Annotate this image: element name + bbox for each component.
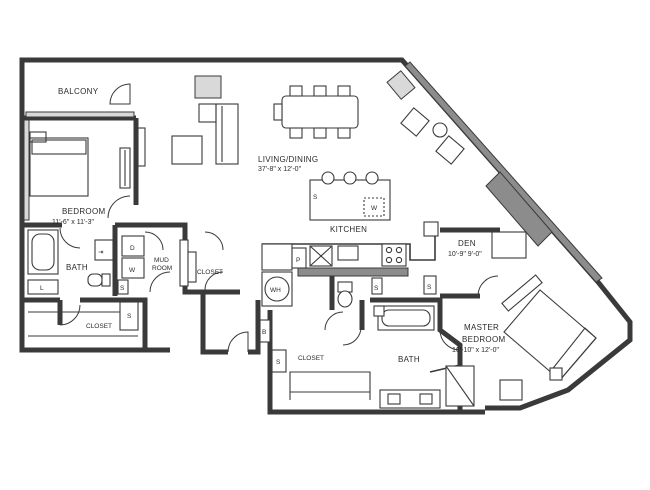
- svg-text:P: P: [296, 257, 300, 264]
- svg-text:S: S: [374, 285, 379, 292]
- window-panels: [23, 61, 603, 283]
- bedroom-dims: 11'-6" x 11'-3": [52, 219, 95, 226]
- master-bedroom: MASTER BEDROOM 16'-10" x 12'-0": [439, 274, 597, 401]
- closet-left: S CLOSET: [28, 301, 139, 337]
- svg-text:S: S: [427, 284, 432, 291]
- balcony-label: BALCONY: [58, 87, 99, 96]
- den: DEN 10'-9" 9'-0": [440, 227, 527, 299]
- dresser-master: [501, 274, 543, 312]
- svg-text:S: S: [313, 194, 318, 201]
- utility-hall: WH B S: [259, 271, 293, 373]
- svg-text:W: W: [129, 267, 136, 274]
- mud-room: D W S MUD ROOM: [117, 231, 189, 295]
- closet-mud: CLOSET: [187, 231, 224, 291]
- master-label-1: MASTER: [464, 323, 499, 332]
- kitchen: W S KITCHEN P: [261, 171, 439, 277]
- armchair: [171, 135, 203, 165]
- closet-master-label: CLOSET: [298, 355, 324, 362]
- closet-master: CLOSET: [289, 311, 371, 400]
- closet-left-label: CLOSET: [86, 323, 112, 330]
- den-desk: [491, 231, 527, 259]
- svg-text:B: B: [262, 329, 266, 336]
- svg-text:⇥: ⇥: [98, 249, 104, 256]
- sofa: [215, 103, 239, 165]
- svg-text:S: S: [120, 285, 125, 292]
- bath-left-label: BATH: [66, 263, 88, 272]
- washer: [121, 257, 145, 279]
- den-dims: 10'-9" 9'-0": [448, 251, 482, 258]
- dryer: [121, 235, 145, 257]
- bedroom-label: BEDROOM: [62, 207, 105, 216]
- linen-mark: L: [40, 285, 44, 292]
- master-label-2: BEDROOM: [462, 335, 505, 344]
- shelf-mark: S: [127, 313, 132, 320]
- master-toilet: [373, 305, 385, 317]
- closet-mud-label: CLOSET: [197, 269, 223, 276]
- bath-left: ⇥ L BATH: [27, 227, 114, 295]
- mud-room-label-1: MUD: [154, 257, 169, 264]
- water-heater: [264, 276, 290, 302]
- living-dining-dims: 37'-8" x 12'-0": [258, 166, 302, 173]
- sink: [337, 245, 359, 261]
- powder-room: S: [329, 276, 383, 330]
- dining-table: [281, 95, 359, 129]
- den-label: DEN: [458, 239, 476, 248]
- closet-rod: [137, 127, 146, 167]
- kitchen-island: [309, 179, 391, 221]
- living-dining-label: LIVING/DINING: [258, 155, 318, 164]
- svg-text:WH: WH: [270, 287, 281, 294]
- lounge-chairs: [400, 107, 465, 165]
- master-dims: 16'-10" x 12'-0": [452, 347, 499, 354]
- svg-text:W: W: [371, 205, 378, 212]
- range: [381, 243, 407, 267]
- svg-text:S: S: [276, 359, 281, 366]
- double-vanity: [379, 389, 441, 409]
- svg-text:D: D: [130, 245, 135, 252]
- bed: [29, 137, 89, 197]
- mud-room-label-2: ROOM: [152, 265, 172, 272]
- balcony: BALCONY: [22, 83, 136, 119]
- toilet-left: [87, 273, 103, 287]
- bedroom-left: BEDROOM 11'-6" x 11'-3": [29, 127, 146, 226]
- bath-master-label: BATH: [398, 355, 420, 364]
- kitchen-label: KITCHEN: [330, 225, 367, 234]
- living-dining: LIVING/DINING 37'-8" x 12'-0": [171, 85, 359, 353]
